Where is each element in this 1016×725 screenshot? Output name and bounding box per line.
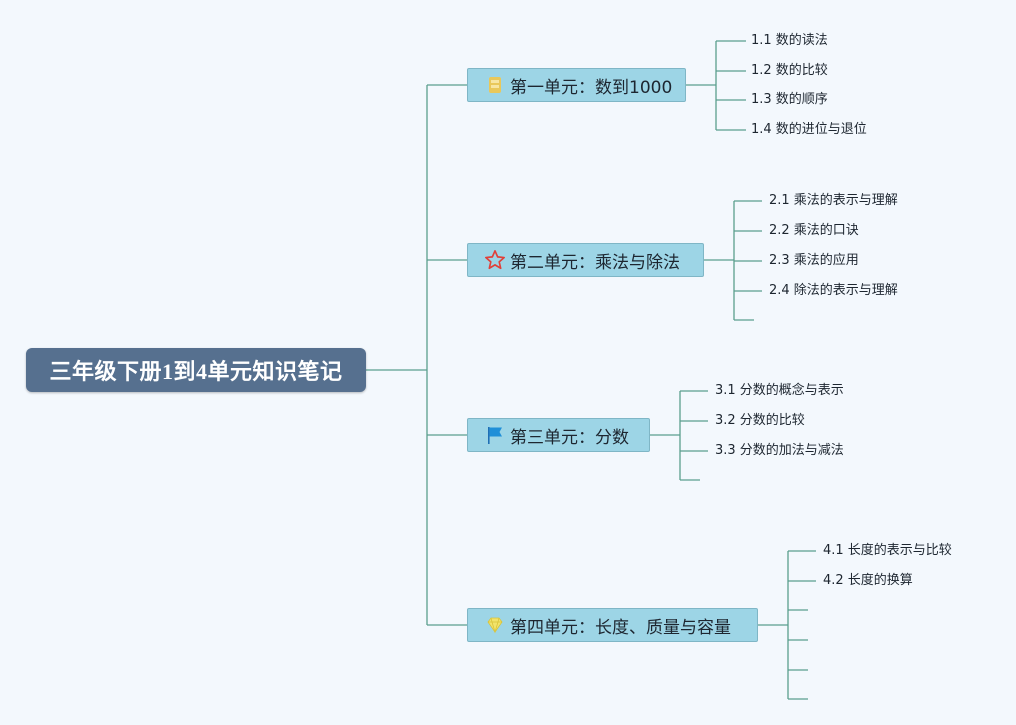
flag-icon xyxy=(484,424,506,446)
unit-3-label: 第三单元：分数 xyxy=(510,427,629,448)
unit-2-label: 第二单元：乘法与除法 xyxy=(510,252,680,273)
medal-icon xyxy=(484,74,506,96)
unit-4-item-1[interactable]: 4.1 长度的表示与比较 xyxy=(823,543,952,558)
unit-3-topic[interactable]: 第三单元：分数 xyxy=(467,418,650,452)
star-icon xyxy=(484,249,506,271)
unit-1-item-2[interactable]: 1.2 数的比较 xyxy=(751,63,828,78)
unit-3-item-3[interactable]: 3.3 分数的加法与减法 xyxy=(715,443,844,458)
root-title: 三年级下册1到4单元知识笔记 xyxy=(49,359,343,384)
diamond-icon xyxy=(484,614,506,636)
unit-2-item-1[interactable]: 2.1 乘法的表示与理解 xyxy=(769,193,898,208)
unit-2-item-4[interactable]: 2.4 除法的表示与理解 xyxy=(769,283,898,298)
unit-2-item-2[interactable]: 2.2 乘法的口诀 xyxy=(769,223,859,238)
unit-1-item-3[interactable]: 1.3 数的顺序 xyxy=(751,92,828,107)
unit-4-label: 第四单元：长度、质量与容量 xyxy=(510,617,731,638)
unit-3-item-1[interactable]: 3.1 分数的概念与表示 xyxy=(715,383,844,398)
root-topic[interactable]: 三年级下册1到4单元知识笔记 xyxy=(26,348,366,392)
unit-1-item-1[interactable]: 1.1 数的读法 xyxy=(751,33,828,48)
unit-2-item-3[interactable]: 2.3 乘法的应用 xyxy=(769,253,859,268)
unit-2-topic[interactable]: 第二单元：乘法与除法 xyxy=(467,243,704,277)
unit-3-item-2[interactable]: 3.2 分数的比较 xyxy=(715,413,805,428)
unit-1-label: 第一单元：数到1000 xyxy=(510,77,673,98)
unit-1-item-4[interactable]: 1.4 数的进位与退位 xyxy=(751,122,867,137)
unit-4-topic[interactable]: 第四单元：长度、质量与容量 xyxy=(467,608,758,642)
unit-1-topic[interactable]: 第一单元：数到1000 xyxy=(467,68,686,102)
unit-4-item-2[interactable]: 4.2 长度的换算 xyxy=(823,573,913,588)
